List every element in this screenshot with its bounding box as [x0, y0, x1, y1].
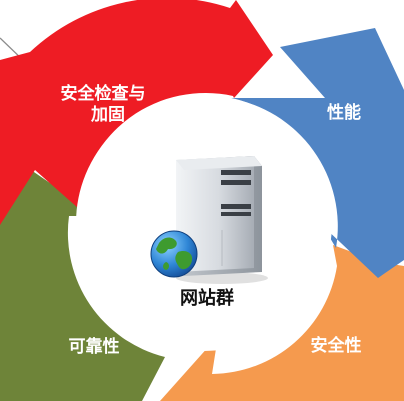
segment-security-label: 安全性	[311, 335, 362, 356]
segment-security-audit	[0, 0, 273, 225]
segment-security	[160, 245, 404, 401]
center-label: 网站群	[180, 287, 234, 309]
segment-security-audit-label-line1: 安全检查与	[61, 83, 146, 104]
globe-icon	[150, 230, 198, 278]
segment-performance-label: 性能	[327, 102, 361, 123]
segment-reliability	[0, 170, 165, 401]
segment-security-audit-label-line2: 加固	[90, 105, 125, 125]
segment-performance	[228, 28, 404, 278]
server-icon	[176, 156, 268, 284]
segment-reliability-label: 可靠性	[69, 336, 120, 357]
